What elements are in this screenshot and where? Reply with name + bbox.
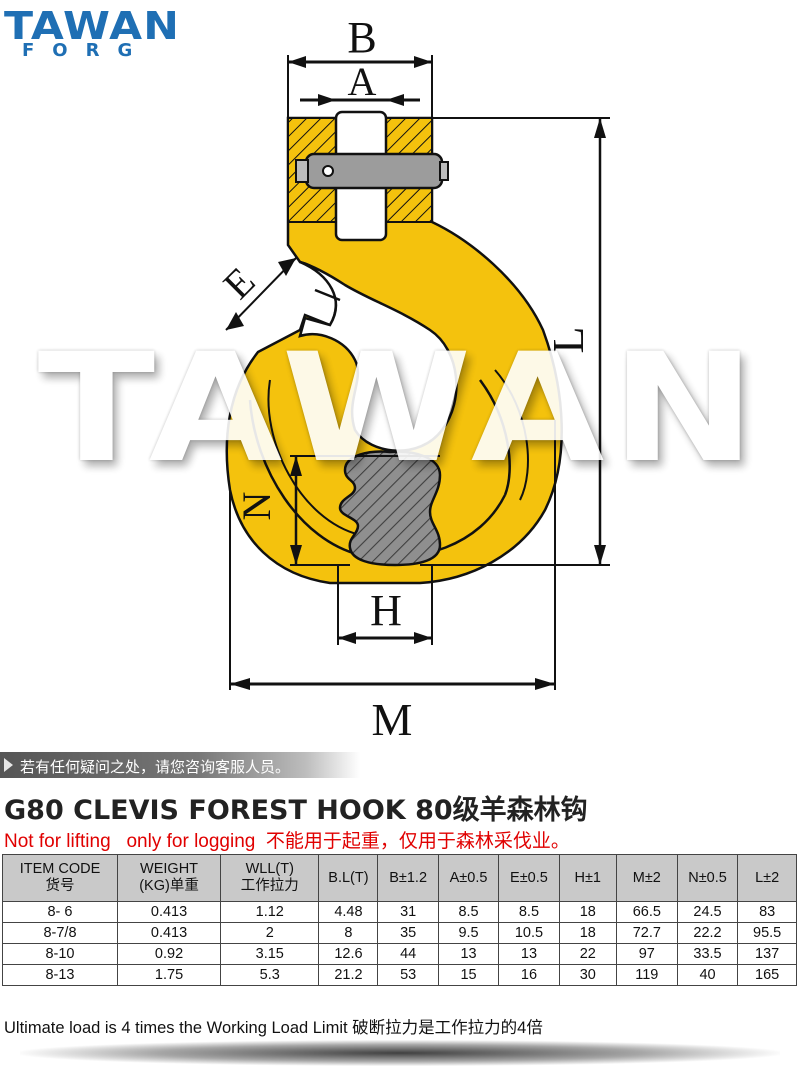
- cell-a: 8.5: [437, 901, 500, 923]
- cell-a: 15: [437, 964, 500, 986]
- cell-h: 18: [558, 922, 617, 944]
- cell-wll: 5.3: [220, 964, 320, 986]
- cell-m: 66.5: [615, 901, 678, 923]
- cell-a: 9.5: [437, 922, 500, 944]
- cell-b: 35: [377, 922, 439, 944]
- cell-bl: 4.48: [318, 901, 379, 923]
- header-a: A±0.5: [437, 854, 500, 902]
- cell-m: 97: [615, 943, 678, 965]
- brand-logo: TAWAN FORG: [4, 4, 179, 64]
- cell-wll: 3.15: [220, 943, 320, 965]
- label-A: A: [348, 59, 377, 104]
- cell-l: 165: [737, 964, 797, 986]
- hook-drawing: B A L E N H M: [214, 13, 610, 745]
- chain-section: [338, 450, 442, 567]
- header-m: M±2: [615, 854, 678, 902]
- label-M: M: [372, 694, 413, 745]
- cell-n: 22.2: [676, 922, 739, 944]
- header-b: B±1.2: [377, 854, 439, 902]
- cell-e: 8.5: [498, 901, 560, 923]
- cell-item-code: 8-13: [2, 964, 118, 986]
- cell-bl: 12.6: [318, 943, 379, 965]
- header-h: H±1: [558, 854, 617, 902]
- label-N: N: [234, 492, 279, 521]
- notice-banner: 若有任何疑问之处，请您咨询客服人员。: [0, 752, 360, 778]
- cell-b: 31: [377, 901, 439, 923]
- header-n: N±0.5: [676, 854, 739, 902]
- cell-weight: 0.413: [116, 922, 222, 944]
- cell-item-code: 8- 6: [2, 901, 118, 923]
- header-e: E±0.5: [498, 854, 560, 902]
- header-wll: WLL(T)工作拉力: [220, 854, 320, 902]
- cell-a: 13: [437, 943, 500, 965]
- bottom-shadow: [20, 1040, 780, 1066]
- hook-throat: [298, 260, 458, 452]
- cell-item-code: 8-10: [2, 943, 118, 965]
- brand-sub: FORG: [22, 40, 151, 61]
- brand-name: TAWAN: [4, 4, 180, 48]
- cell-e: 10.5: [498, 922, 560, 944]
- cell-weight: 0.92: [116, 943, 222, 965]
- cell-wll: 1.12: [220, 901, 320, 923]
- cell-h: 18: [558, 901, 617, 923]
- cell-h: 30: [558, 964, 617, 986]
- cell-b: 53: [377, 964, 439, 986]
- cell-e: 16: [498, 964, 560, 986]
- ultimate-load-note: Ultimate load is 4 times the Working Loa…: [4, 1019, 543, 1037]
- cell-h: 22: [558, 943, 617, 965]
- header-weight: WEIGHT(KG)单重: [116, 854, 222, 902]
- cell-n: 33.5: [676, 943, 739, 965]
- table-row: 8-13 1.75 5.3 21.2 53 15 16 30 119 40 16…: [2, 964, 797, 986]
- usage-warning: Not for lifting only for logging 不能用于起重，…: [4, 831, 570, 852]
- table-row: 8-10 0.92 3.15 12.6 44 13 13 22 97 33.5 …: [2, 943, 797, 965]
- cell-l: 83: [737, 901, 797, 923]
- cell-bl: 21.2: [318, 964, 379, 986]
- cell-m: 119: [615, 964, 678, 986]
- header-bl: B.L(T): [318, 854, 379, 902]
- notice-text: 若有任何疑问之处，请您咨询客服人员。: [20, 758, 291, 776]
- table-row: 8-7/8 0.413 2 8 35 9.5 10.5 18 72.7 22.2…: [2, 922, 797, 944]
- cell-bl: 8: [318, 922, 379, 944]
- cell-e: 13: [498, 943, 560, 965]
- cell-m: 72.7: [615, 922, 678, 944]
- cell-n: 24.5: [676, 901, 739, 923]
- cell-n: 40: [676, 964, 739, 986]
- cell-l: 95.5: [737, 922, 797, 944]
- table-row: 8- 6 0.413 1.12 4.48 31 8.5 8.5 18 66.5 …: [2, 901, 797, 923]
- cell-b: 44: [377, 943, 439, 965]
- label-H: H: [370, 586, 402, 635]
- product-title: G80 CLEVIS FOREST HOOK 80级羊森林钩: [4, 795, 588, 826]
- cell-wll: 2: [220, 922, 320, 944]
- triangle-icon: [4, 758, 13, 772]
- cell-weight: 0.413: [116, 901, 222, 923]
- cell-weight: 1.75: [116, 964, 222, 986]
- cell-l: 137: [737, 943, 797, 965]
- cell-item-code: 8-7/8: [2, 922, 118, 944]
- label-B: B: [347, 13, 376, 62]
- label-L: L: [544, 327, 593, 354]
- header-l: L±2: [737, 854, 797, 902]
- watermark: TAWAN: [37, 322, 763, 496]
